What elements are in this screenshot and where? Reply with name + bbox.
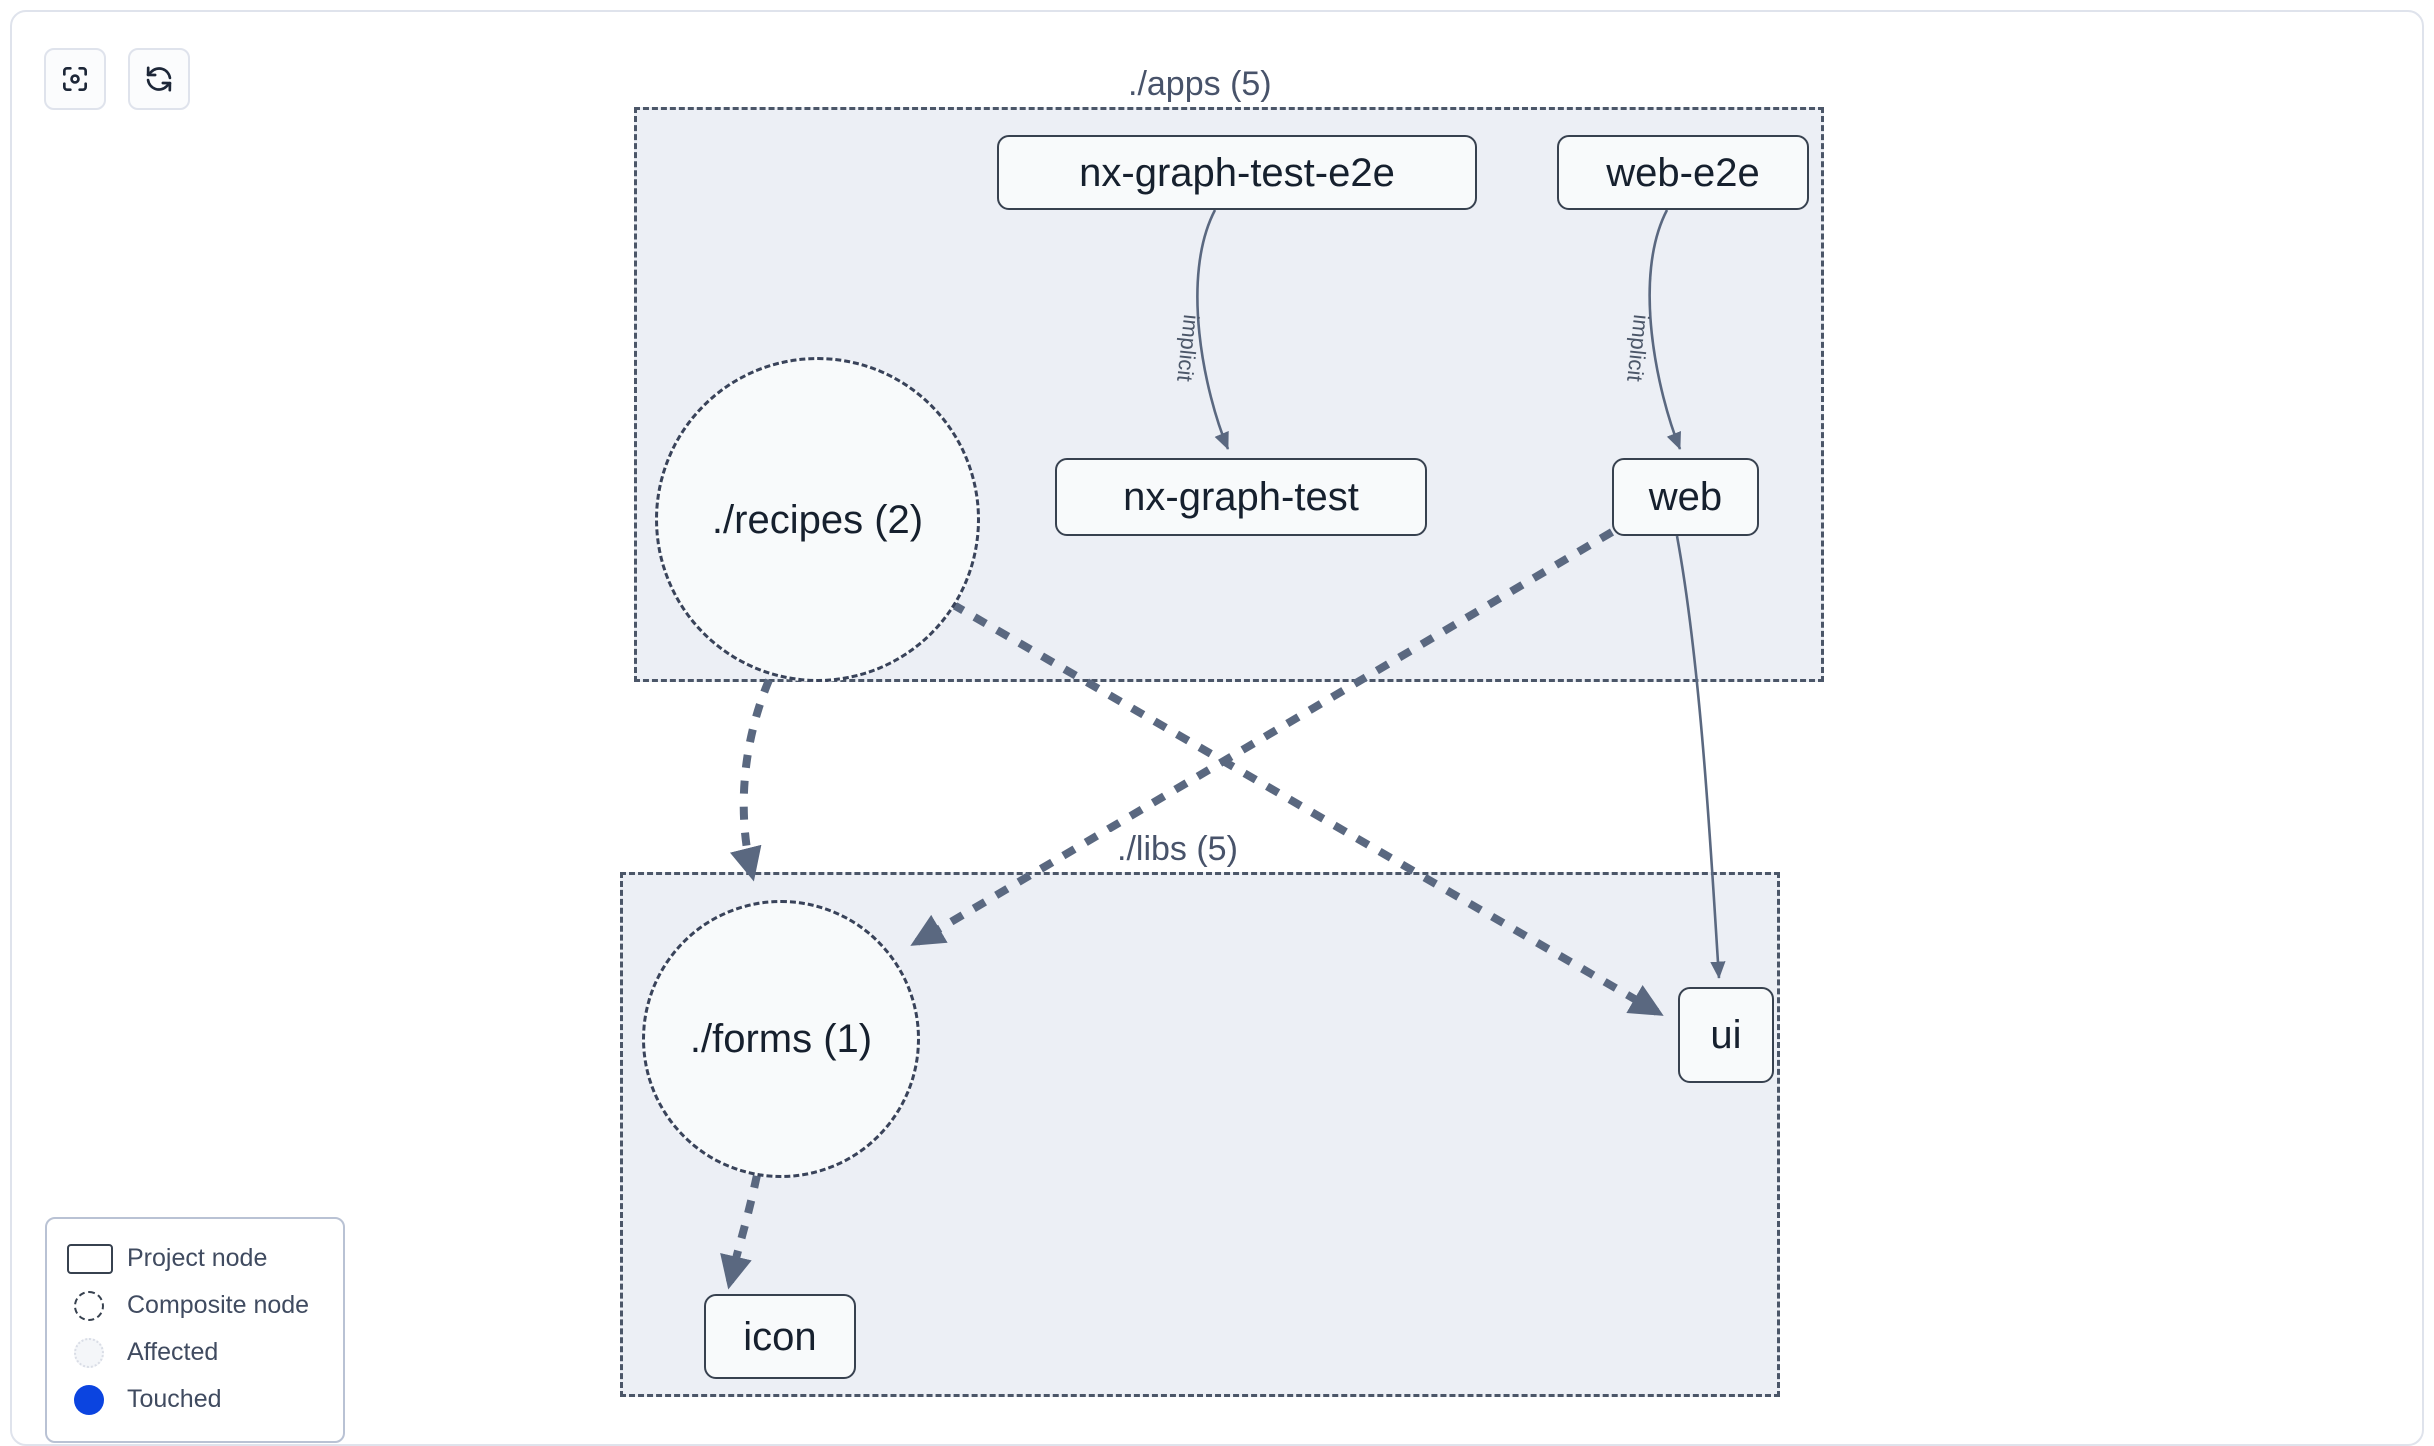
focus-graph-button[interactable] bbox=[44, 48, 106, 110]
edge-recipes-to-forms bbox=[729, 678, 773, 882]
legend-item-composite-node: Composite node bbox=[67, 1282, 323, 1329]
graph-panel: ./apps (5) ./libs (5) bbox=[10, 10, 2424, 1446]
project-node-swatch bbox=[67, 1243, 121, 1274]
node-forms-composite[interactable]: ./forms (1) bbox=[642, 900, 920, 1178]
node-recipes-composite[interactable]: ./recipes (2) bbox=[655, 357, 980, 682]
group-label-apps: ./apps (5) bbox=[1120, 67, 1280, 101]
node-web[interactable]: web bbox=[1612, 458, 1759, 536]
legend-label-composite-node: Composite node bbox=[127, 1291, 310, 1319]
node-web-e2e[interactable]: web-e2e bbox=[1557, 135, 1809, 210]
node-nx-graph-test[interactable]: nx-graph-test bbox=[1055, 458, 1427, 536]
node-icon[interactable]: icon bbox=[704, 1294, 856, 1379]
node-nx-graph-test-e2e[interactable]: nx-graph-test-e2e bbox=[997, 135, 1477, 210]
touched-swatch bbox=[67, 1384, 121, 1415]
graph-toolbar bbox=[44, 48, 190, 110]
legend-item-touched: Touched bbox=[67, 1376, 323, 1423]
project-graph-canvas[interactable]: ./apps (5) ./libs (5) bbox=[12, 12, 2422, 1444]
focus-target-icon bbox=[59, 63, 91, 95]
legend-label-project-node: Project node bbox=[127, 1244, 268, 1272]
edge-label-implicit-2: implicit bbox=[1622, 313, 1655, 383]
affected-swatch bbox=[67, 1337, 121, 1368]
legend-label-touched: Touched bbox=[127, 1385, 222, 1413]
legend-item-project-node: Project node bbox=[67, 1235, 323, 1282]
edge-label-implicit-1: implicit bbox=[1172, 313, 1205, 383]
graph-legend: Project node Composite node Affected Tou… bbox=[45, 1217, 345, 1443]
legend-label-affected: Affected bbox=[127, 1338, 219, 1366]
composite-node-swatch bbox=[67, 1290, 121, 1321]
refresh-icon bbox=[143, 63, 175, 95]
node-ui[interactable]: ui bbox=[1678, 987, 1774, 1083]
refresh-graph-button[interactable] bbox=[128, 48, 190, 110]
group-label-libs: ./libs (5) bbox=[1109, 832, 1246, 866]
legend-item-affected: Affected bbox=[67, 1329, 323, 1376]
